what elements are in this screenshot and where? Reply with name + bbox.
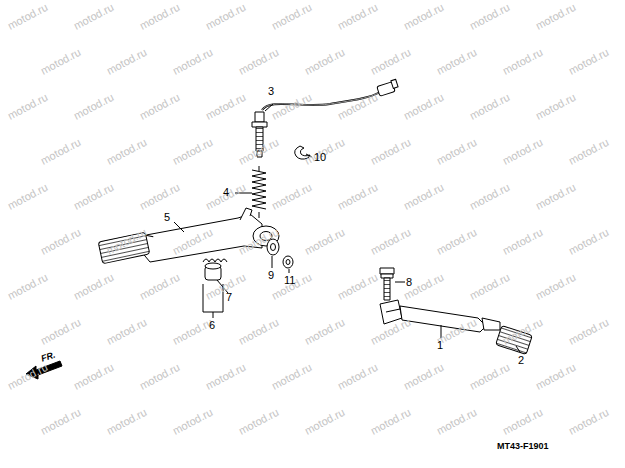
direction-label: FR. [40,351,57,364]
watermark: motod.ru [72,2,116,32]
watermark: motod.ru [171,407,215,437]
watermark: motod.ru [270,92,314,122]
watermark: motod.ru [567,407,611,437]
watermark: motod.ru [468,272,512,302]
watermark: motod.ru [369,47,413,77]
watermark: motod.ru [6,2,50,32]
watermark: motod.ru [6,182,50,212]
callout-number: 9 [268,270,274,281]
watermark: motod.ru [501,137,545,167]
watermark: motod.ru [270,362,314,392]
watermark: motod.ru [336,2,380,32]
watermark: motod.ru [402,2,446,32]
watermark: motod.ru [204,2,248,32]
watermark: motod.ru [138,182,182,212]
watermark: motod.ru [534,272,578,302]
watermark: motod.ru [39,227,83,257]
watermark: motod.ru [468,182,512,212]
watermark: motod.ru [6,362,50,392]
watermark: motod.ru [435,407,479,437]
watermark: motod.ru [270,182,314,212]
watermark: motod.ru [435,227,479,257]
watermark: motod.ru [501,227,545,257]
watermark: motod.ru [72,182,116,212]
watermark: motod.ru [39,137,83,167]
watermark: motod.ru [204,92,248,122]
watermark: motod.ru [501,47,545,77]
watermark: motod.ru [72,272,116,302]
watermark: motod.ru [138,2,182,32]
watermark: motod.ru [567,317,611,347]
watermark: motod.ru [105,407,149,437]
watermark: motod.ru [6,272,50,302]
callout-number: 11 [284,275,295,286]
callout-number: 7 [226,292,232,303]
watermark: motod.ru [237,47,281,77]
watermark: motod.ru [435,137,479,167]
watermark: motod.ru [468,2,512,32]
watermark: motod.ru [402,362,446,392]
callout-number: 8 [406,277,412,288]
watermark: motod.ru [336,92,380,122]
watermark: motod.ru [303,227,347,257]
watermark: motod.ru [72,92,116,122]
callout-number: 1 [437,340,443,351]
callout-number: 4 [223,187,229,198]
watermark: motod.ru [534,2,578,32]
watermark: motod.ru [39,407,83,437]
watermark: motod.ru [237,407,281,437]
watermark: motod.ru [534,182,578,212]
watermark: motod.ru [171,47,215,77]
watermark: motod.ru [369,137,413,167]
watermark: motod.ru [534,92,578,122]
watermark: motod.ru [204,362,248,392]
watermark: motod.ru [105,137,149,167]
callout-number: 3 [268,86,274,97]
callout-number: 10 [314,152,326,163]
watermark: motod.ru [138,272,182,302]
watermark: motod.ru [534,362,578,392]
watermark: motod.ru [171,137,215,167]
watermark: motod.ru [567,47,611,77]
watermark: motod.ru [303,407,347,437]
watermark: motod.ru [303,317,347,347]
watermark: motod.ru [303,47,347,77]
watermark: motod.ru [468,362,512,392]
watermark: motod.ru [435,47,479,77]
drawing-code: MT43-F1901 [497,442,549,451]
watermark: motod.ru [567,137,611,167]
watermark: motod.ru [270,2,314,32]
watermark: motod.ru [39,47,83,77]
watermark: motod.ru [6,92,50,122]
watermark: motod.ru [39,317,83,347]
watermark: motod.ru [171,317,215,347]
watermark: motod.ru [105,47,149,77]
watermark: motod.ru [468,92,512,122]
watermark: motod.ru [72,362,116,392]
watermark: motod.ru [501,407,545,437]
callout-number: 2 [518,355,524,366]
watermark: motod.ru [402,182,446,212]
watermark: motod.ru [336,272,380,302]
watermark: motod.ru [336,362,380,392]
watermark: motod.ru [567,227,611,257]
watermark: motod.ru [369,227,413,257]
watermark: motod.ru [369,407,413,437]
watermark: motod.ru [138,92,182,122]
watermark: motod.ru [105,317,149,347]
watermark: motod.ru [402,92,446,122]
callout-number: 5 [164,212,170,223]
watermark: motod.ru [237,317,281,347]
watermark: motod.ru [138,362,182,392]
watermark: motod.ru [336,182,380,212]
callout-number: 6 [209,320,215,331]
